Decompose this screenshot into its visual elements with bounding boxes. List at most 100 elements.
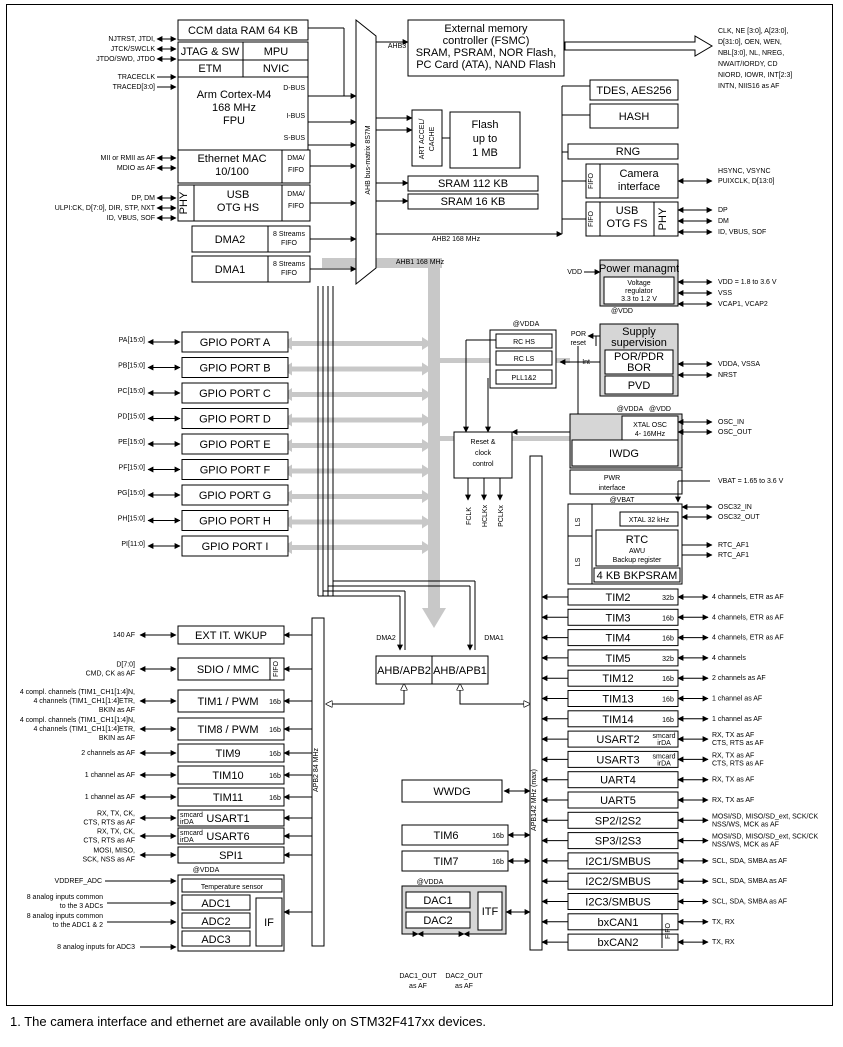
ls-label-1: LS (575, 517, 582, 526)
apb1-bits-3: 32b (662, 656, 674, 663)
clk-out-label-fclk: FCLK (466, 507, 473, 525)
dma1-box (191, 255, 311, 283)
fsmc-ext-arrow (564, 35, 713, 57)
clk-out-label-hclk: HCLKx (482, 504, 489, 527)
apb1-sig-6-0: 1 channel as AF (712, 716, 762, 723)
apb1-irda-7: irDA (657, 740, 671, 747)
gpio-port-label-0: GPIO PORT A (200, 337, 271, 349)
pvd-box (604, 375, 674, 395)
rc-hs-label: RC HS (513, 339, 535, 346)
tim6-bits: 16b (492, 833, 504, 840)
dac-itf-label: ITF (482, 906, 499, 918)
gpio-bus-7 (292, 519, 422, 525)
por-label-0: POR/PDR (614, 351, 664, 363)
dma2-box (191, 225, 311, 253)
gpio-bus-head-3 (422, 413, 432, 427)
apb2-bits-3: 16b (269, 727, 281, 734)
apb2-sig-2-1: 4 channels (TIM1_CH1[1:4]ETR, (33, 698, 135, 705)
apb2-sig-0-0: 140 AF (113, 632, 135, 639)
reset-clock-label-2: control (472, 461, 493, 468)
ahb-apb2-box (375, 655, 433, 685)
ccm-ram-box (177, 19, 309, 41)
ethernet-box (177, 149, 311, 184)
rc-ls-box (495, 350, 553, 366)
usb-hs-box (177, 184, 311, 222)
ccm-ram-label: CCM data RAM 64 KB (188, 25, 298, 37)
gpio-pin-label-4: PE[15:0] (118, 439, 145, 446)
apb1-periph-label-0: TIM2 (605, 592, 630, 604)
art-cache-box (411, 109, 443, 167)
fsmc-signals-1: D[31:0], OEN, WEN, (718, 39, 782, 46)
gpio-port-box-7 (181, 510, 289, 531)
apb1-sig-7-0: RX, TX as AF (712, 732, 754, 739)
reset-clock-box (453, 431, 513, 479)
apb1-bits-5: 16b (662, 697, 674, 704)
gpio-bus-8 (292, 545, 422, 550)
usbhs-signals-1: ULPI:CK, D[7:0], DIR, STP, NXT (55, 205, 156, 212)
rc-ls-label: RC LS (514, 356, 535, 363)
apb1-periph-label-6: TIM14 (602, 714, 633, 726)
gpio-port-box-4 (181, 433, 289, 455)
gpio-port-box-6 (181, 484, 289, 506)
apb2-bits-6: 16b (269, 795, 281, 802)
apb2-sig-1-0: D[7:0] (116, 662, 135, 669)
sram16-label: SRAM 16 KB (441, 196, 506, 208)
apb1-bits-4: 16b (662, 676, 674, 683)
apb1-sig-12-0: MOSI/SD, MISO/SD_ext, SCK/CK (712, 834, 819, 841)
art-label-2: CACHE (429, 126, 436, 151)
apb1-sig-16-0: TX, RX (712, 919, 735, 926)
apb2-irda-7: irDA (180, 819, 194, 826)
dma1-bridge-label: DMA1 (484, 635, 504, 642)
jtag-signals-0: NJTRST, JTDI, (108, 36, 155, 43)
eth-dma-label: DMA/ (287, 155, 305, 162)
fsmc-signals-2: NBL[3:0], NL, NREG, (718, 50, 784, 57)
gpio-bus-head-7 (422, 515, 432, 529)
dac-vdda-tag: @VDDA (417, 879, 444, 886)
dac1-out-label-1: as AF (409, 983, 427, 990)
apb1-periph-label-1: TIM3 (605, 612, 630, 624)
dac2-out-label-0: DAC2_OUT (445, 973, 483, 980)
adc-if-box (255, 897, 283, 947)
apb1-periph-label-12: SP3/I2S3 (595, 836, 641, 848)
apb1-periph-label-14: I2C2/SMBUS (585, 876, 650, 888)
xtal-vdda-tag: @VDDA (617, 406, 644, 413)
apb2-bus-label: APB2 84 MHz (313, 748, 320, 792)
trace-signals-1: TRACED[3:0] (113, 84, 155, 91)
xtal-osc-label-0: XTAL OSC (633, 422, 667, 429)
voltage-reg-box (603, 276, 675, 305)
apb2-sig-2-2: BKIN as AF (99, 707, 135, 714)
mpu-label: MPU (264, 46, 289, 58)
fsmc-label-0: External memory (444, 23, 528, 35)
dac2-label: DAC2 (423, 915, 452, 927)
jtag-label: JTAG & SW (181, 46, 240, 58)
apb1-sig-5-0: 1 channel as AF (712, 696, 762, 703)
apb1-periph-label-11: SP2/I2S2 (595, 815, 641, 827)
apb2-irda-8: irDA (180, 837, 194, 844)
gpio-bus-3 (292, 417, 422, 423)
adc2-label: ADC2 (201, 916, 230, 928)
adc1-label: ADC1 (201, 898, 230, 910)
bkpsram-box (593, 567, 681, 583)
apb1-sig-7-1: CTS, RTS as AF (712, 740, 764, 747)
apb2-smcard-7: smcard (180, 812, 203, 819)
apb1-periph-label-15: I2C3/SMBUS (585, 897, 650, 909)
apb1-sig-9-0: RX, TX as AF (712, 777, 754, 784)
apb2-bits-2: 16b (269, 699, 281, 706)
camera-signals-0: HSYNC, VSYNC (718, 168, 771, 175)
fsmc-signals-0: CLK, NE [3:0], A[23:0], (718, 28, 788, 35)
tim6-label: TIM6 (433, 830, 458, 842)
tdes-box (589, 79, 679, 101)
rng-label: RNG (616, 146, 640, 158)
gpio-bus-head-0 (422, 337, 432, 350)
supply-signals-0: VDDA, VSSA (718, 361, 760, 368)
rtc-label: RTC (626, 534, 648, 546)
apb1-periph-label-9: UART4 (600, 775, 636, 787)
gpio-pin-label-1: PB[15:0] (118, 363, 145, 370)
apb1-sig-1-0: 4 channels, ETR as AF (712, 614, 784, 621)
apb2-sig-3-1: 4 channels (TIM1_CH1[1:4]ETR, (33, 726, 135, 733)
eth-signals-0: MII or RMII as AF (101, 155, 155, 162)
apb1-sig-8-1: CTS, RTS as AF (712, 760, 764, 767)
ahb2-bus-label: AHB2 168 MHz (432, 236, 481, 243)
gpio-port-label-5: GPIO PORT F (200, 465, 271, 477)
